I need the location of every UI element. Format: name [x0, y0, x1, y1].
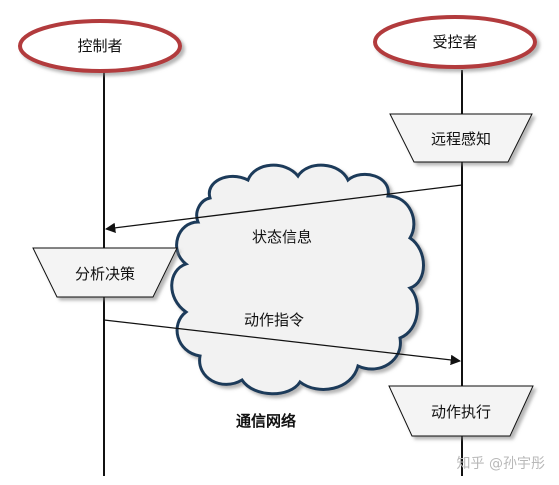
status-info-label: 状态信息	[252, 228, 312, 246]
controlled-label: 受控者	[432, 33, 477, 51]
remote-sensing-label: 远程感知	[431, 130, 491, 148]
controller-label: 控制者	[77, 37, 122, 55]
controller-node: 控制者	[18, 19, 182, 73]
analysis-decision-label: 分析决策	[75, 265, 135, 283]
watermark-text: 知乎 @孙宇彤	[457, 455, 545, 472]
analysis-decision-box: 分析决策	[32, 247, 178, 298]
network-label: 通信网络	[236, 412, 296, 430]
action-execution-label: 动作执行	[431, 403, 491, 421]
controlled-node: 受控者	[373, 15, 537, 69]
remote-sensing-box: 远程感知	[389, 113, 533, 163]
action-execution-box: 动作执行	[388, 385, 534, 437]
action-command-label: 动作指令	[244, 311, 304, 329]
status-info-arrow	[104, 184, 463, 234]
action-command-arrow	[103, 319, 462, 366]
network-cloud	[170, 163, 425, 396]
